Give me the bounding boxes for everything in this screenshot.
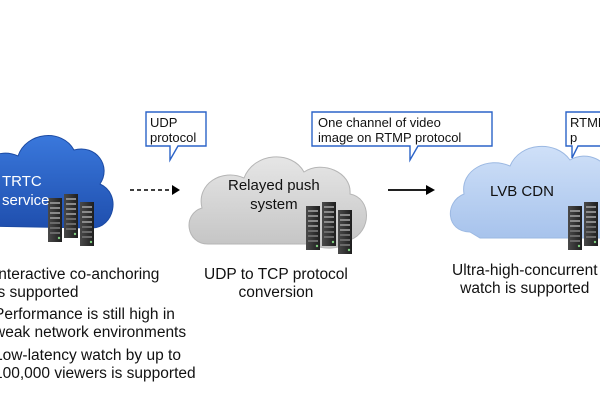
udp-callout-text: UDP protocol [150, 115, 196, 145]
udp-dashed-arrow [130, 185, 180, 195]
trtc-label: TRTC service [2, 172, 50, 210]
lvb-desc: Ultra-high-concurrent watch is supported [452, 262, 598, 298]
udp-callout-line1: UDP [150, 115, 178, 130]
trtc-desc-item: Low-latency watch by up to 100,000 viewe… [0, 347, 196, 383]
rtmp-right-callout-text: RTMP p [570, 115, 600, 145]
relay-desc: UDP to TCP protocol conversion [204, 266, 348, 302]
trtc-desc-3-line1: Low-latency watch by up to [0, 347, 181, 364]
rtmp-solid-arrow [388, 185, 435, 195]
trtc-label-line1: TRTC [2, 173, 42, 190]
rtmp-right-callout-line1: RTMP [570, 115, 600, 130]
trtc-desc-2-line1: Performance is still high in [0, 306, 175, 323]
rtmp-channel-callout-text: One channel of video image on RTMP proto… [318, 115, 461, 145]
lvb-label-line1: LVB CDN [490, 183, 554, 200]
lvb-desc-line1: Ultra-high-concurrent [452, 262, 598, 279]
trtc-desc-1-line1: Interactive co-anchoring [0, 266, 160, 283]
relay-label-line2: system [250, 196, 298, 213]
rtmp-channel-callout-line2: image on RTMP protocol [318, 130, 462, 145]
lvb-cloud [449, 146, 600, 239]
trtc-desc-item: Performance is still high in weak networ… [0, 306, 186, 342]
rtmp-right-callout-box [565, 111, 600, 159]
relay-label-line1: Relayed push [228, 177, 320, 194]
udp-callout-line2: protocol [150, 130, 197, 145]
trtc-desc-item: Interactive co-anchoring is supported [0, 266, 159, 302]
udp-callout-box [145, 111, 207, 163]
rtmp-right-callout-line2: p [570, 130, 578, 145]
relay-desc-line2: conversion [238, 284, 314, 301]
trtc-label-line2: service [2, 192, 50, 209]
lvb-desc-line2: watch is supported [460, 280, 590, 297]
rtmp-channel-callout-line1: One channel of video [318, 115, 441, 130]
relay-desc-line1: UDP to TCP protocol [204, 266, 348, 283]
trtc-desc-3-line2: 100,000 viewers is supported [0, 365, 196, 382]
trtc-desc-1-line2: is supported [0, 284, 79, 301]
rtmp-channel-callout-box [311, 111, 493, 163]
relay-label: Relayed push system [228, 176, 320, 214]
lvb-label: LVB CDN [490, 182, 554, 201]
trtc-desc-2-line2: weak network environments [0, 324, 187, 341]
